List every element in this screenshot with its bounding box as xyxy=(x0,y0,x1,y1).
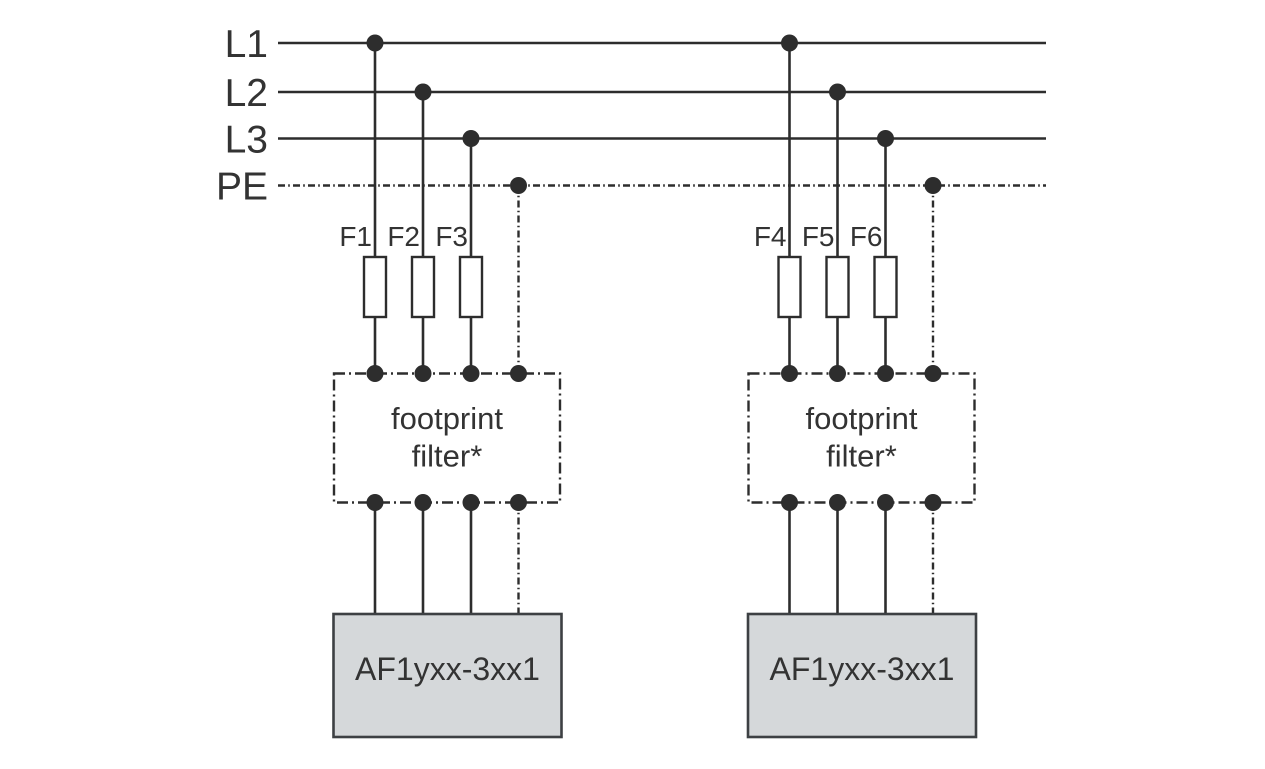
junction-dot-l2 xyxy=(414,83,432,101)
footprint-filter-box xyxy=(747,372,976,504)
circuit-right: F4 F5 F6 footprint filter* AF1yxx-3xx1 xyxy=(746,34,978,739)
drive-device-label: AF1yxx-3xx1 xyxy=(770,651,955,687)
bus-label-l3: L3 xyxy=(225,119,268,162)
filter-terminal-dot xyxy=(414,494,432,511)
fuse-label-f3: F3 xyxy=(435,221,468,252)
fuse-label-f4: F4 xyxy=(754,221,787,252)
junction-dot-l3 xyxy=(462,130,480,147)
filter-terminal-dot xyxy=(924,494,942,511)
junction-dot-l1 xyxy=(366,34,384,52)
filter-terminal-dot xyxy=(366,494,384,511)
filter-terminal-dot xyxy=(829,494,846,511)
fuse-f3 xyxy=(458,255,484,319)
fuse-label-f6: F6 xyxy=(850,221,883,252)
footprint-filter-box xyxy=(332,372,562,504)
junction-dot-l2 xyxy=(829,83,846,101)
filter-terminal-dot xyxy=(924,365,942,382)
filter-terminal-dot xyxy=(510,494,527,511)
filter-terminal-dot xyxy=(877,365,894,382)
bus-lines xyxy=(278,41,1046,187)
circuit-left: F1 F2 F3 footprint filter* AF1yxx-3xx1 xyxy=(332,34,563,739)
filter-terminal-dot xyxy=(462,365,480,382)
bus-labels: L1 L2 L3 PE xyxy=(216,23,268,209)
bus-label-l1: L1 xyxy=(225,23,268,66)
junction-dot-l3 xyxy=(877,130,894,147)
filter-label-line2: filter* xyxy=(826,439,897,474)
filter-terminal-dot xyxy=(462,494,480,511)
bus-label-pe: PE xyxy=(216,166,268,209)
fuse-f2 xyxy=(410,255,436,319)
filter-terminal-dot xyxy=(781,494,798,511)
fuse-label-f1: F1 xyxy=(339,221,372,252)
filter-terminal-dot xyxy=(510,365,527,382)
bus-label-l2: L2 xyxy=(225,72,268,115)
fuse-f6 xyxy=(873,255,898,319)
junction-dot-pe xyxy=(510,177,527,194)
filter-label-line1: footprint xyxy=(805,401,917,436)
junction-dot-l1 xyxy=(781,34,798,52)
fuse-f1 xyxy=(362,255,388,319)
drive-device-box xyxy=(332,612,563,739)
filter-terminal-dot xyxy=(829,365,846,382)
fuse-label-f2: F2 xyxy=(387,221,420,252)
filter-label-line1: footprint xyxy=(391,401,503,436)
filter-terminal-dot xyxy=(366,365,384,382)
filter-label-line2: filter* xyxy=(412,439,483,474)
drive-device-label: AF1yxx-3xx1 xyxy=(355,651,540,687)
filter-terminal-dot xyxy=(781,365,798,382)
fuse-f4 xyxy=(777,255,802,319)
filter-terminal-dot xyxy=(877,494,894,511)
fuse-label-f5: F5 xyxy=(802,221,835,252)
fuse-f5 xyxy=(825,255,850,319)
drive-device-box xyxy=(746,612,978,739)
junction-dot-pe xyxy=(924,177,942,194)
filter-terminal-dot xyxy=(414,365,432,382)
